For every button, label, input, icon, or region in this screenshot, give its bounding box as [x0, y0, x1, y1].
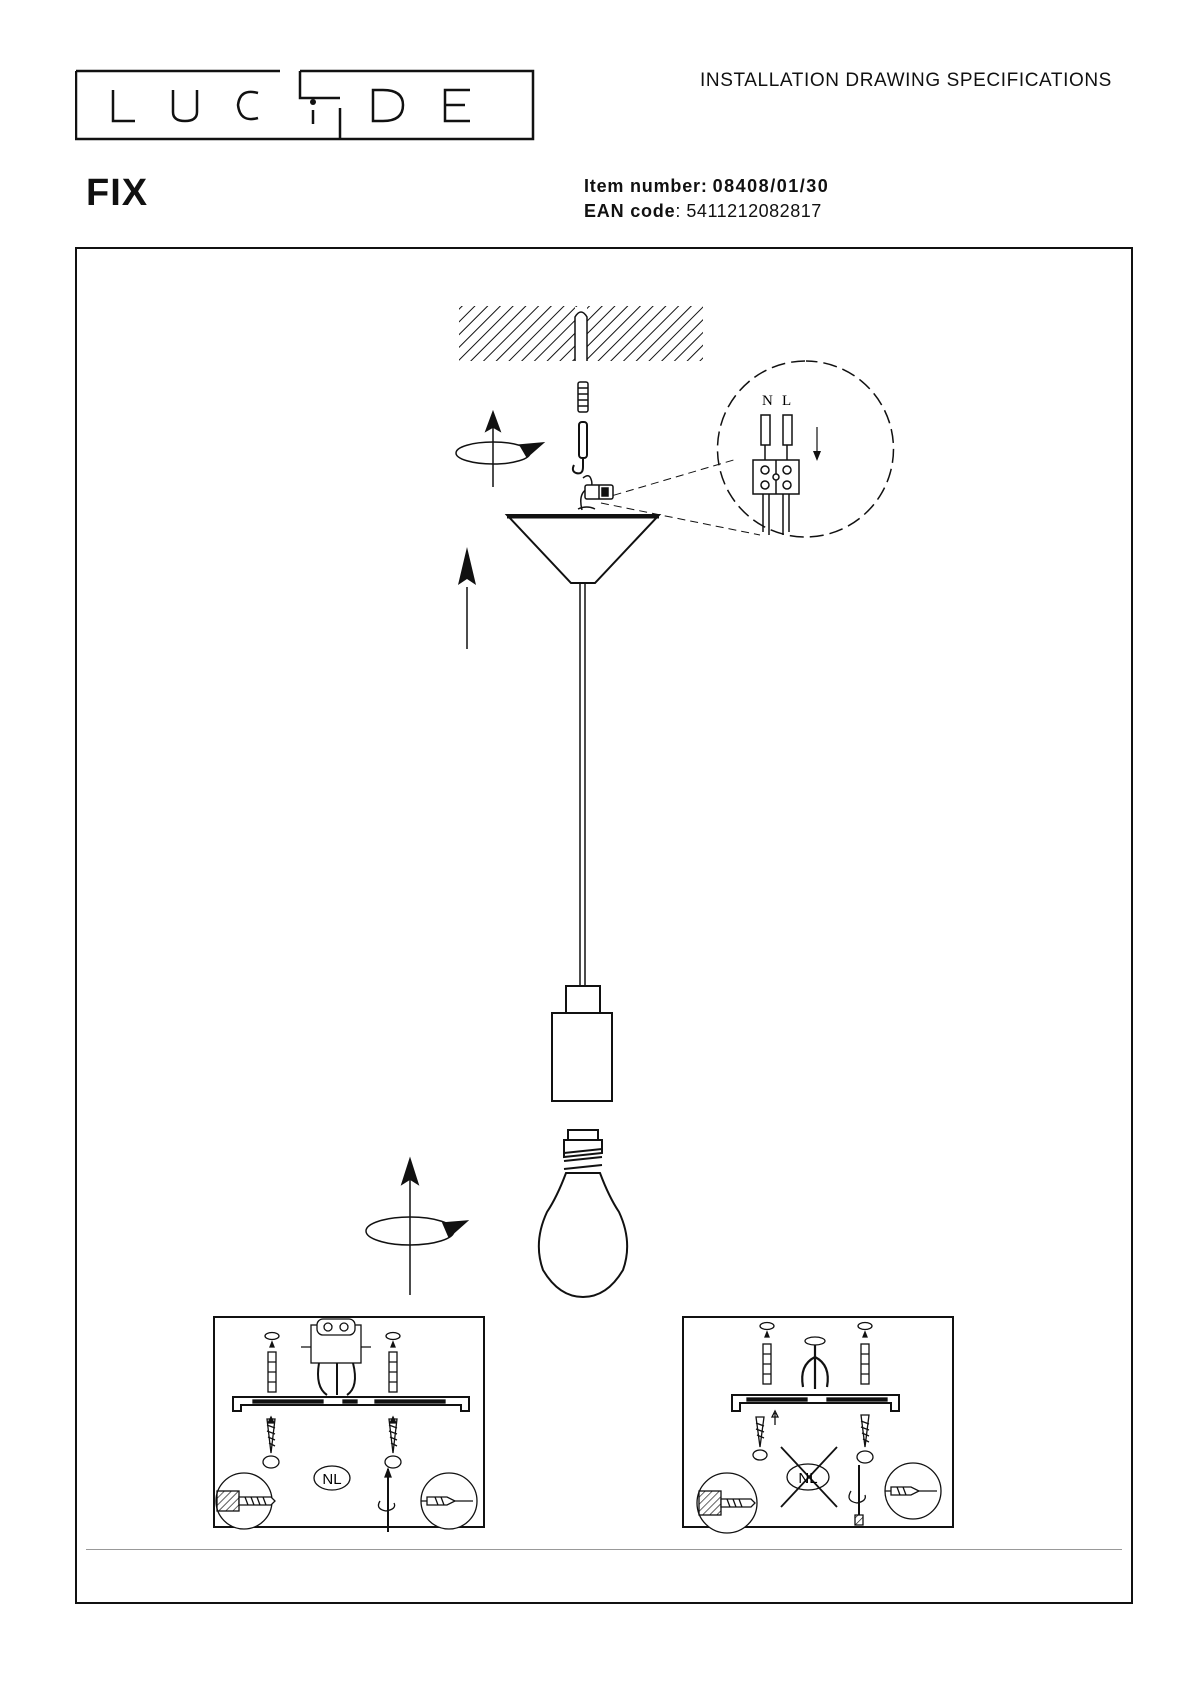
- magnified-screwdriver-detail: [884, 1462, 942, 1520]
- lucide-logo: [75, 69, 535, 141]
- magnified-screw-detail: [696, 1472, 758, 1534]
- wall-plug-icon: [762, 1330, 772, 1385]
- magnified-screw-detail: [215, 1472, 276, 1530]
- terminal-block-icon: [301, 1318, 371, 1396]
- product-name: FIX: [86, 172, 149, 214]
- mounting-option-panel-right: NL: [682, 1316, 954, 1534]
- screw-icon: [262, 1415, 280, 1469]
- screw-icon: [752, 1409, 780, 1461]
- document-type: INSTALLATION DRAWING SPECIFICATIONS: [700, 70, 1112, 91]
- item-number-row: Item number: 08408/01/30: [584, 174, 829, 199]
- live-wire-label: L: [782, 393, 791, 409]
- mounting-bracket: [731, 1394, 900, 1412]
- magnified-screwdriver-detail: [420, 1472, 478, 1530]
- installation-drawing: N L: [213, 306, 954, 1534]
- lamp-holder: [551, 985, 613, 1102]
- wall-plug-icon: [577, 381, 589, 413]
- wall-plug-icon: [267, 1340, 277, 1393]
- mount-badge-left: NL: [322, 1471, 341, 1488]
- connection-detail-callout: N L: [600, 360, 895, 538]
- ceiling-hook-icon: [801, 1336, 829, 1389]
- light-bulb-icon: [537, 1129, 629, 1299]
- screwdriver-icon: [848, 1465, 866, 1526]
- footer-divider: [86, 1549, 1122, 1550]
- mounting-bracket: [232, 1396, 470, 1412]
- crossed-out-badge-icon: [780, 1446, 838, 1508]
- neutral-wire-label: N: [762, 393, 773, 409]
- push-up-arrow-icon: [458, 547, 476, 649]
- ceiling-canopy: [504, 514, 662, 584]
- mount-badge-right: NL: [798, 1470, 817, 1487]
- product-meta: Item number: 08408/01/30 EAN code: 54112…: [584, 174, 829, 224]
- screw-icon: [384, 1415, 402, 1469]
- ean-code: : 5411212082817: [675, 201, 822, 221]
- ceiling-hook-icon: [571, 421, 588, 475]
- mounting-option-panel-left: NL: [213, 1316, 485, 1532]
- item-number-label: Item number:: [584, 176, 708, 196]
- wall-plug-icon: [388, 1340, 398, 1393]
- screw-icon: [856, 1414, 874, 1464]
- rotate-arrow-icon: [455, 409, 546, 487]
- ean-label: EAN code: [584, 201, 676, 221]
- terminal-block-icon: [577, 475, 614, 511]
- item-number: 08408/01/30: [712, 176, 830, 196]
- drawing-frame: [75, 247, 1133, 1604]
- screw-in-rotate-arrow-icon: [365, 1156, 470, 1295]
- screwdriver-icon: [377, 1467, 396, 1532]
- pendant-cable: [579, 583, 586, 986]
- ean-row: EAN code: 5411212082817: [584, 199, 829, 224]
- ceiling: [459, 306, 703, 361]
- wall-plug-icon: [860, 1330, 870, 1385]
